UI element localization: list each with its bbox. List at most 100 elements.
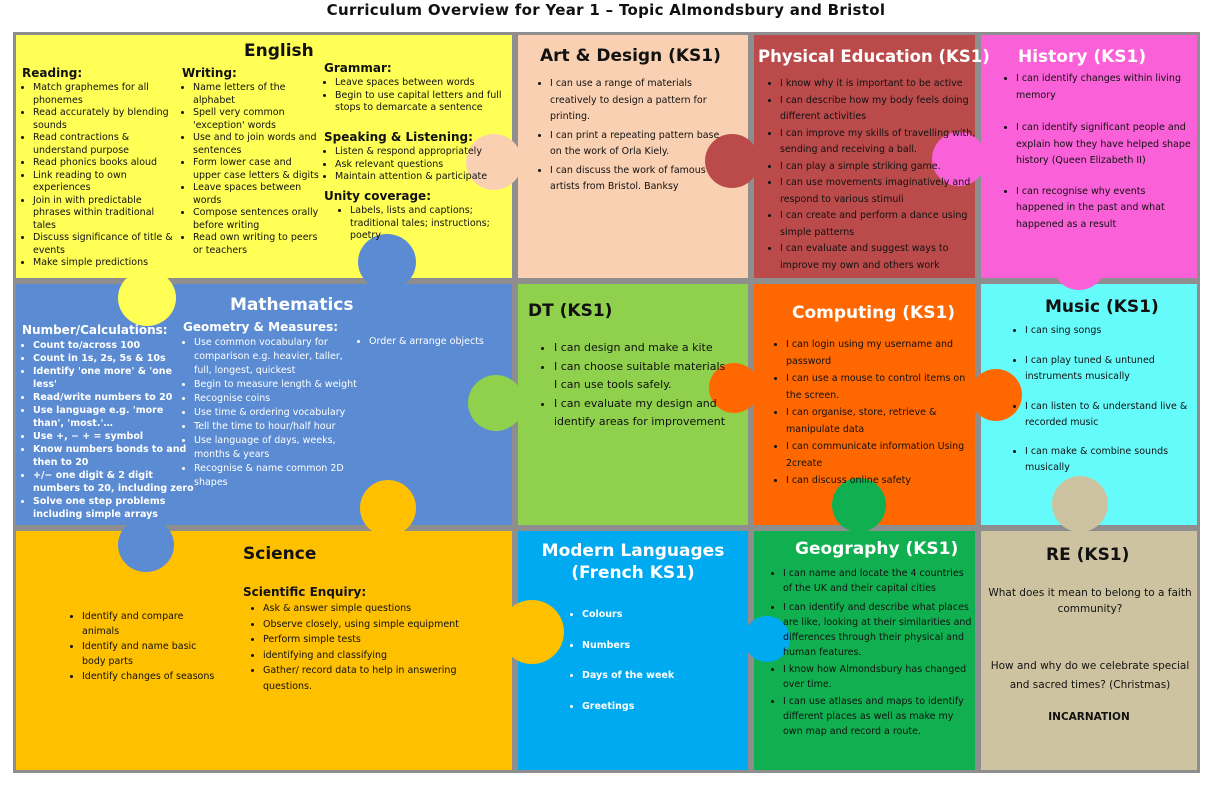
english-speaking-list: Listen & respond appropriately Ask relev… xyxy=(324,146,504,184)
english-reading-list: Match graphemes for all phonemes Read ac… xyxy=(22,82,180,270)
list-item: Solve one step problems including simple… xyxy=(33,495,194,521)
english-puzzle-knob xyxy=(118,270,176,326)
languages-title: Modern Languages (French KS1) xyxy=(515,540,751,584)
pe-title: Physical Education (KS1) xyxy=(758,47,990,66)
list-item: I can evaluate and suggest ways to impro… xyxy=(780,241,976,274)
english-title: English xyxy=(244,41,314,61)
english-reading: Reading: Match graphemes for all phoneme… xyxy=(22,66,180,270)
dt-content: I can design and make a kite I can choos… xyxy=(538,339,728,432)
list-item: Order & arrange objects xyxy=(369,336,508,349)
list-item: Link reading to own experiences xyxy=(33,170,180,195)
list-item: Perform simple tests xyxy=(263,632,493,648)
music-top-puzzle-knob xyxy=(1052,236,1106,290)
list-item: Count in 1s, 2s, 5s & 10s xyxy=(33,352,194,365)
art-content: I can use a range of materials creativel… xyxy=(536,76,726,198)
maths-number: Number/Calculations: Count to/across 100… xyxy=(22,323,194,521)
list-item: Recognise coins xyxy=(194,392,358,406)
list-item: Greetings xyxy=(582,701,740,714)
computing-title: Computing (KS1) xyxy=(792,303,956,323)
science-top-puzzle-knob xyxy=(360,480,416,536)
list-item: Tell the time to hour/half hour xyxy=(194,420,358,434)
list-item: I can sing songs xyxy=(1025,323,1193,339)
list-item: I can choose suitable materials xyxy=(554,358,728,377)
art-title: Art & Design (KS1) xyxy=(540,46,721,66)
history-content: I can identify changes within living mem… xyxy=(988,71,1193,233)
list-item: Begin to measure length & weight xyxy=(194,378,358,392)
science-enquiry-heading: Scientific Enquiry: xyxy=(243,585,367,599)
list-item: Use language of days, weeks, months & ye… xyxy=(194,434,358,462)
science-left-list: Identify and compare animals Identify an… xyxy=(62,609,222,684)
list-item: I can identify changes within living mem… xyxy=(1016,71,1193,104)
list-item: Read phonics books aloud xyxy=(33,157,180,170)
pe-list: I know why it is important to be active … xyxy=(766,76,976,274)
english-unity: Unity coverage: Labels, lists and captio… xyxy=(324,189,514,243)
re-question-2: How and why do we celebrate special and … xyxy=(990,660,1190,691)
list-item: I can use atlases and maps to identify d… xyxy=(783,694,974,739)
list-item: I can discuss the work of famous artists… xyxy=(550,163,726,196)
list-item: Recognise & name common 2D shapes xyxy=(194,462,358,490)
list-item: I can make & combine sounds musically xyxy=(1025,444,1193,476)
list-item: I can create and perform a dance using s… xyxy=(780,208,976,241)
history-puzzle-knob xyxy=(932,132,986,186)
geography-title: Geography (KS1) xyxy=(795,539,959,559)
languages-title-line2: (French KS1) xyxy=(571,563,695,583)
languages-content: Colours Numbers Days of the week Greetin… xyxy=(560,609,740,713)
list-item: I can play a simple striking game. xyxy=(780,159,976,176)
maths-geometry-heading: Geometry & Measures: xyxy=(183,320,339,334)
list-item: Use time & ordering vocabulary xyxy=(194,406,358,420)
list-item: Use common vocabulary for comparison e.g… xyxy=(194,336,358,378)
english-writing-heading: Writing: xyxy=(182,66,237,80)
english-speaking: Speaking & Listening: Listen & respond a… xyxy=(324,130,504,184)
music-content: I can sing songs I can play tuned & untu… xyxy=(998,323,1193,476)
list-item: Spell very common 'exception' words xyxy=(193,107,320,132)
english-grammar-heading: Grammar: xyxy=(324,61,392,75)
list-item: I can use movements imaginatively and re… xyxy=(780,175,976,208)
english-writing: Writing: Name letters of the alphabet Sp… xyxy=(182,66,320,257)
languages-title-line1: Modern Languages xyxy=(541,541,725,561)
list-item: I can identify and describe what places … xyxy=(783,600,974,660)
list-item: Read contractions & understand purpose xyxy=(33,132,180,157)
list-item: Days of the week xyxy=(582,670,740,683)
maths-other-list: Order & arrange objects xyxy=(358,336,508,349)
history-list: I can identify changes within living mem… xyxy=(988,71,1193,233)
list-item: I can login using my username and passwo… xyxy=(786,336,970,370)
list-item: I can discuss online safety xyxy=(786,472,970,489)
science-right-puzzle-knob xyxy=(500,600,564,664)
list-item: Numbers xyxy=(582,640,740,653)
list-item: I can print a repeating pattern base on … xyxy=(550,128,726,161)
list-item: I can listen to & understand live & reco… xyxy=(1025,399,1193,431)
list-item: Ask & answer simple questions xyxy=(263,601,493,617)
list-item: I can evaluate my design and identify ar… xyxy=(554,395,728,432)
english-panel xyxy=(13,32,515,281)
music-list: I can sing songs I can play tuned & untu… xyxy=(998,323,1193,476)
list-item: Identify 'one more' & 'one less' xyxy=(33,365,194,391)
list-item: Ask relevant questions xyxy=(335,159,504,172)
maths-number-heading: Number/Calculations: xyxy=(22,323,168,337)
list-item: Identify changes of seasons xyxy=(82,669,222,684)
list-item: Read own writing to peers or teachers xyxy=(193,232,320,257)
science-title: Science xyxy=(243,544,317,564)
science-enquiry: Scientific Enquiry: Ask & answer simple … xyxy=(243,585,493,694)
art-puzzle-knob xyxy=(466,134,522,190)
languages-puzzle-knob xyxy=(744,616,790,662)
page-title: Curriculum Overview for Year 1 – Topic A… xyxy=(326,1,886,19)
maths-bottom-puzzle-knob xyxy=(118,518,174,572)
list-item: Use and to join words and sentences xyxy=(193,132,320,157)
dt-panel xyxy=(515,281,751,528)
maths-panel xyxy=(13,281,515,528)
pe-content: I know why it is important to be active … xyxy=(766,76,976,274)
list-item: I can use a range of materials creativel… xyxy=(550,76,726,126)
re-top-puzzle-knob xyxy=(1052,476,1108,532)
english-grammar: Grammar: Leave spaces between words Begi… xyxy=(324,61,514,115)
english-unity-list: Labels, lists and captions; traditional … xyxy=(324,205,514,243)
maths-other: Order & arrange objects xyxy=(358,336,508,349)
english-unity-heading: Unity coverage: xyxy=(324,189,431,203)
list-item: I can recognise why events happened in t… xyxy=(1016,184,1193,234)
list-item: Listen & respond appropriately xyxy=(335,146,504,159)
science-panel xyxy=(13,528,515,773)
list-item: I can use tools safely. xyxy=(554,378,672,391)
geography-content: I can name and locate the 4 countries of… xyxy=(766,566,974,739)
languages-list: Colours Numbers Days of the week Greetin… xyxy=(560,609,740,713)
computing-puzzle-knob xyxy=(709,363,759,413)
list-item: Compose sentences orally before writing xyxy=(193,207,320,232)
